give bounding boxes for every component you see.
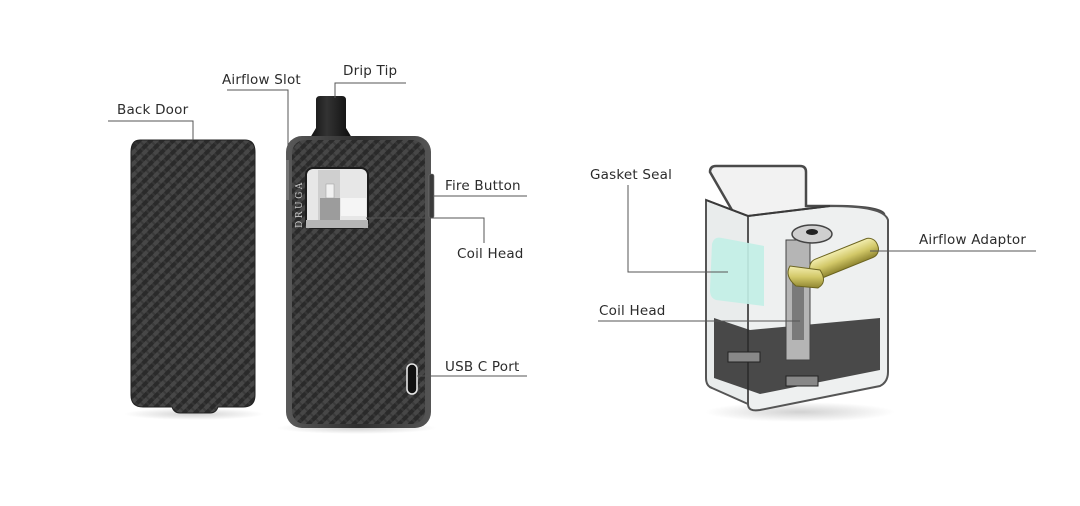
label-gasket-seal: Gasket Seal [590,167,673,183]
label-drip-tip: Drip Tip [343,63,398,79]
brand-mark: DRUGA [295,180,305,228]
leader-back-door [108,120,194,140]
label-fire-button: Fire Button [445,178,521,194]
label-airflow-slot: Airflow Slot [222,72,301,88]
label-back-door: Back Door [117,102,189,118]
pod-device-illustration: DRUGA [277,96,437,434]
leader-drip-tip [334,82,406,98]
leader-coil-head-left [366,217,485,243]
leader-gasket-seal [627,185,728,273]
pod-cartridge-illustration [705,164,895,422]
leader-lines [108,82,1036,377]
label-coil-head-right: Coil Head [599,303,666,319]
label-airflow-adaptor: Airflow Adaptor [919,232,1027,248]
label-coil-head-left: Coil Head [457,246,524,262]
back-door-illustration [124,139,264,420]
label-usb-c-port: USB C Port [445,359,520,375]
leader-airflow-slot [227,89,289,160]
